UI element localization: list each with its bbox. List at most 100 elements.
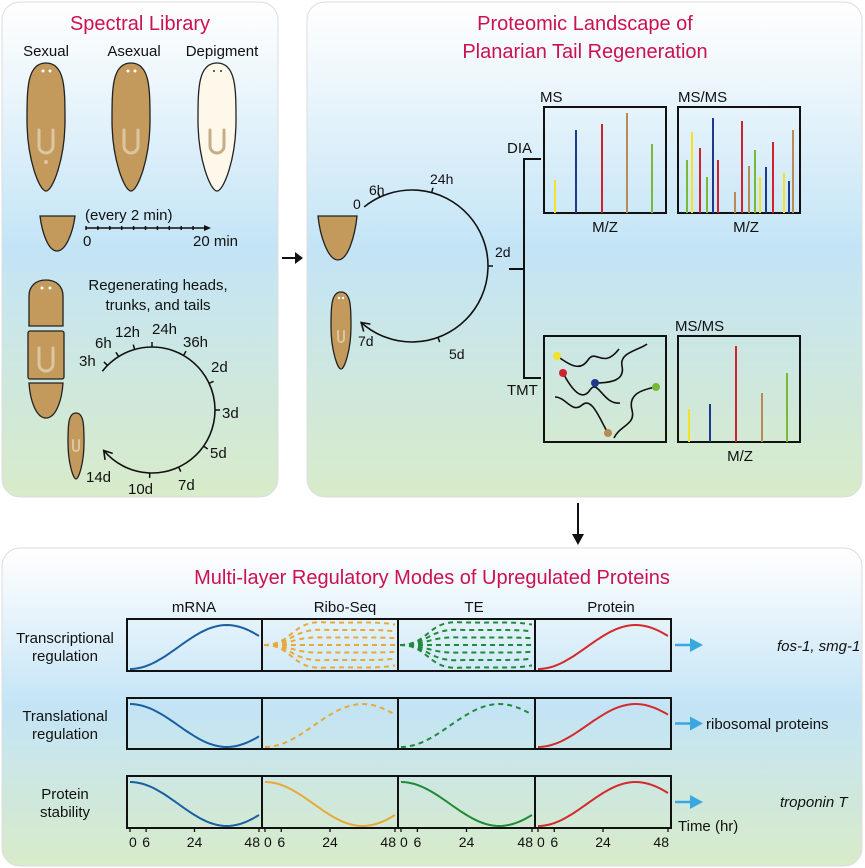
column-header-mrna: mRNA — [172, 599, 216, 616]
timepoint-label: 24h — [152, 321, 177, 338]
spectrum-peaks — [554, 113, 794, 442]
proteomic-landscape-panel — [306, 1, 863, 498]
asexual-worm-icon — [111, 62, 151, 192]
row-label: Protein — [41, 786, 89, 803]
timepoint-label: 2d — [495, 244, 511, 260]
ribo-profile-curve — [264, 702, 396, 748]
timeline-start-label: 0 — [83, 233, 91, 250]
regulatory-title: Multi-layer Regulatory Modes of Upregula… — [194, 567, 670, 589]
sexual-worm-icon — [26, 62, 66, 192]
ribo-profile-dashed — [263, 644, 396, 662]
time-tick-label: 48 — [517, 834, 533, 850]
worm-label-sexual: Sexual — [23, 43, 69, 60]
arrowhead-icon — [360, 321, 371, 332]
timepoint-tick — [132, 344, 136, 350]
tail-regeneration-timecourse-circle — [360, 187, 493, 343]
result-genes: fos-1, smg-1 — [777, 638, 860, 655]
timeline-end-label: 20 min — [193, 233, 238, 250]
row-label: regulation — [32, 648, 98, 665]
time-tick-label: 24 — [459, 834, 475, 850]
ms-label: MS — [540, 89, 563, 106]
protein-profile-curve — [537, 623, 669, 670]
column-header-protein: Protein — [587, 599, 635, 616]
mz-axis-label: M/Z — [733, 219, 759, 236]
time-tick-label: 24 — [595, 834, 611, 850]
time-tick-label: 48 — [380, 834, 396, 850]
tmt-tag-green — [652, 383, 660, 391]
timepoint-tick — [203, 445, 209, 450]
time-tick-label: 6 — [413, 834, 421, 850]
timepoint-label: 5d — [210, 445, 227, 462]
timepoint-label: 24h — [430, 171, 453, 187]
tmt-tag-yellow — [553, 352, 561, 360]
result-arrow-icon — [690, 638, 703, 652]
timepoint-tick — [437, 337, 441, 343]
tmt-tag-tan — [604, 429, 612, 437]
time-tick-label: 0 — [537, 834, 545, 850]
arrow-down-icon — [572, 503, 584, 545]
arrowhead-icon — [102, 449, 113, 460]
timepoint-tick — [103, 361, 108, 366]
mrna-profile-curve — [129, 703, 260, 749]
regenerating-label-line2: trunks, and tails — [105, 297, 210, 314]
timepoint-label: 7d — [178, 477, 195, 494]
ribo-profile-dashed — [263, 628, 396, 646]
time-tick-label: 48 — [244, 834, 260, 850]
te-profile-dashed — [399, 644, 533, 662]
worm-label-asexual: Asexual — [107, 43, 160, 60]
dia-ms-spectrum — [543, 106, 667, 214]
ribo-profile-dashed — [263, 644, 396, 669]
mrna-profile-curve — [129, 623, 260, 670]
time-axis-label: Time (hr) — [678, 818, 738, 835]
protein-profile-curve — [537, 780, 669, 827]
te-profile-curve — [400, 781, 533, 828]
regenerated-worm-icon — [330, 291, 352, 370]
result-genes: ribosomal proteins — [706, 716, 829, 733]
column-header-ribo-seq: Ribo-Seq — [314, 599, 377, 616]
worm-label-depigment: Depigment — [186, 43, 259, 60]
proteomic-title-line1: Proteomic Landscape of — [477, 13, 693, 35]
result-arrow-icon — [690, 795, 703, 809]
te-profile-dashed — [399, 644, 533, 669]
tmt-labeled-peptides — [543, 335, 667, 443]
time-tick-label: 48 — [653, 834, 669, 850]
profile-box — [534, 697, 672, 750]
timepoint-tick — [182, 350, 187, 356]
profile-box — [534, 618, 672, 672]
ribo-profile-dashed — [263, 636, 396, 646]
tmt-tag-blue — [591, 379, 599, 387]
timepoint-label: 5d — [449, 346, 465, 362]
tail-fragment-icon — [317, 215, 358, 261]
tmt-msms-spectrum — [677, 335, 801, 443]
msms-label: MS/MS — [675, 318, 724, 335]
time-tick-label: 24 — [322, 834, 338, 850]
timepoint-label: 0 — [353, 196, 361, 212]
timepoint-label: 7d — [358, 333, 374, 349]
msms-label: MS/MS — [678, 89, 727, 106]
dia-msms-spectrum — [677, 106, 801, 214]
result-genes: troponin T — [780, 794, 849, 811]
timepoint-label: 3d — [222, 405, 239, 422]
protein-profile-curve — [537, 702, 669, 748]
proteomic-title-line2: Planarian Tail Regeneration — [462, 41, 707, 63]
time-tick-label: 6 — [550, 834, 558, 850]
te-profile-dashed — [399, 621, 533, 646]
arrow-right-icon — [282, 252, 303, 264]
timepoint-label: 3h — [79, 353, 96, 370]
timepoint-tick — [208, 380, 214, 385]
timepoint-tick — [177, 466, 182, 472]
time-course-axis — [85, 225, 211, 231]
amputated-worm-fragments-icon — [27, 279, 65, 419]
mz-axis-label: M/Z — [592, 219, 618, 236]
timepoint-label: 6h — [369, 182, 385, 198]
time-tick-label: 0 — [400, 834, 408, 850]
time-tick-label: 0 — [129, 834, 137, 850]
ribo-profile-curve — [264, 781, 396, 828]
row-label: regulation — [32, 726, 98, 743]
timepoint-tick — [377, 192, 381, 198]
time-tick-label: 0 — [264, 834, 272, 850]
result-arrow-icon — [690, 716, 703, 731]
timepoint-label: 6h — [95, 335, 112, 352]
